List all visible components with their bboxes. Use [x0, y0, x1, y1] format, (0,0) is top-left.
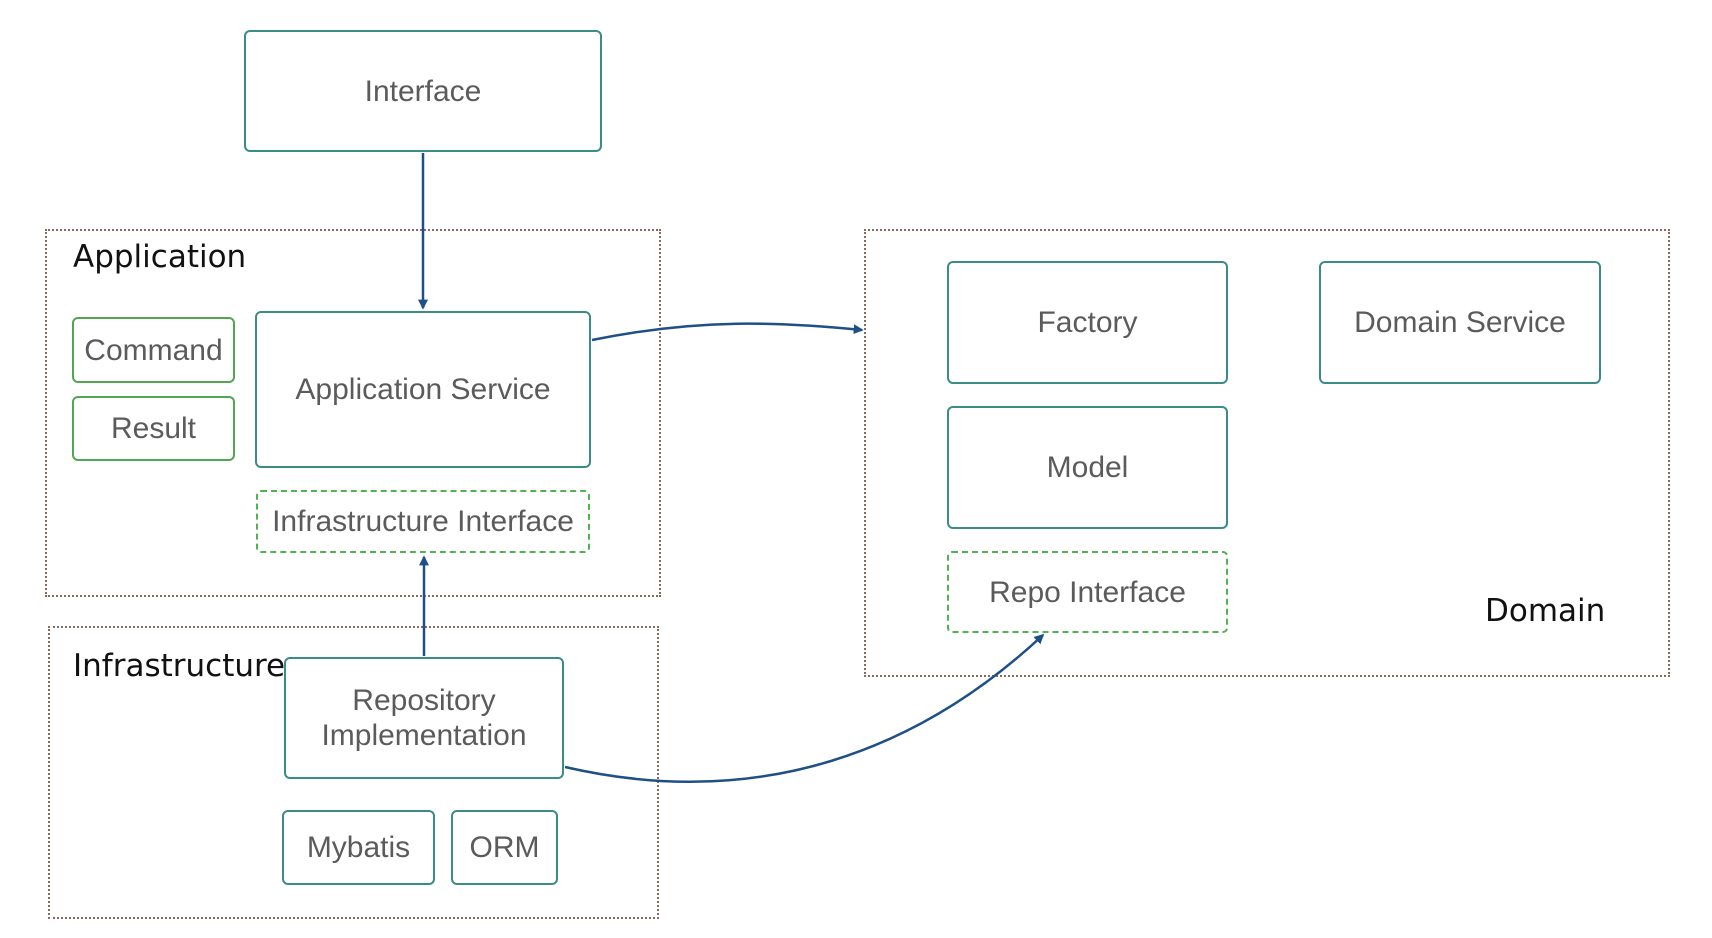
infrastructure-group-label: Infrastructure — [73, 648, 286, 684]
repository-implementation-label: Repository Implementation — [321, 684, 527, 752]
repository-implementation-box: Repository Implementation — [284, 657, 564, 779]
command-box: Command — [72, 317, 235, 383]
application-group — [45, 229, 661, 597]
application-group-label: Application — [73, 239, 247, 275]
factory-box: Factory — [947, 261, 1228, 384]
infrastructure-interface-box: Infrastructure Interface — [256, 490, 590, 553]
domain-service-label: Domain Service — [1354, 306, 1566, 339]
model-box: Model — [947, 406, 1228, 529]
domain-service-box: Domain Service — [1319, 261, 1601, 384]
repo-interface-box: Repo Interface — [947, 551, 1228, 633]
orm-label: ORM — [469, 831, 540, 864]
factory-label: Factory — [1037, 306, 1138, 339]
application-service-box: Application Service — [255, 311, 591, 468]
infrastructure-interface-label: Infrastructure Interface — [272, 505, 574, 538]
result-label: Result — [110, 412, 197, 445]
result-box: Result — [72, 396, 235, 461]
mybatis-label: Mybatis — [306, 831, 411, 864]
domain-group — [864, 229, 1670, 677]
repo-impl-to-repo-interface-arrow — [564, 633, 1045, 783]
interface-box: Interface — [244, 30, 602, 152]
repo-interface-label: Repo Interface — [989, 575, 1186, 609]
infrastructure-group — [48, 626, 659, 919]
command-label: Command — [84, 333, 223, 367]
application-service-label: Application Service — [295, 373, 551, 406]
orm-box: ORM — [451, 810, 558, 885]
interface-label: Interface — [364, 74, 482, 108]
mybatis-box: Mybatis — [282, 810, 435, 885]
app-service-to-domain-arrow — [591, 322, 864, 342]
model-label: Model — [1046, 451, 1129, 484]
domain-group-label: Domain — [1485, 593, 1606, 629]
